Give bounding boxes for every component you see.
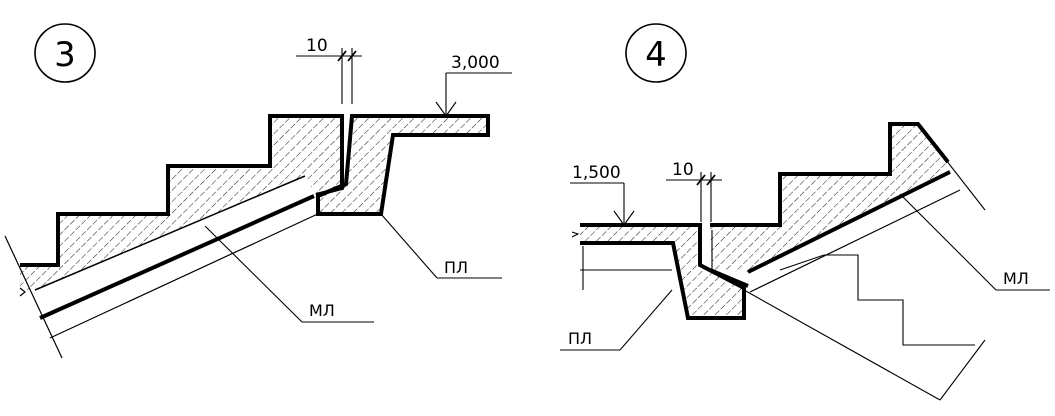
detail-4: 4 xyxy=(560,23,1050,401)
detail-3-landing-label: ПЛ xyxy=(444,258,468,277)
detail-4-gap-dimension-label: 10 xyxy=(672,160,694,180)
detail-3-number-marker: 3 xyxy=(34,23,96,83)
detail-4-landing-slab xyxy=(571,223,746,320)
detail-3-stair-label: МЛ xyxy=(309,301,335,320)
detail-3-elevation-mark: 3,000 xyxy=(435,53,512,117)
detail-4-number-marker: 4 xyxy=(625,23,687,83)
detail-3-gap-dimension: 10 xyxy=(296,36,362,104)
detail-3-landing-leader: ПЛ xyxy=(380,213,502,279)
detail-4-gap-dimension: 10 xyxy=(666,160,722,222)
detail-3-elevation-label: 3,000 xyxy=(451,53,500,73)
detail-4-landing-label: ПЛ xyxy=(568,329,592,348)
detail-4-elevation-mark: 1,500 xyxy=(570,163,635,226)
detail-3-stair-flight xyxy=(4,114,344,359)
detail-3-stair-leader: МЛ xyxy=(204,225,374,323)
detail-4-stair-label: МЛ xyxy=(1003,269,1029,288)
detail-4-stair-leader: МЛ xyxy=(899,193,1050,291)
detail-3: 3 10 xyxy=(4,23,512,359)
detail-4-stair-flight xyxy=(709,122,986,401)
detail-3-gap-dimension-label: 10 xyxy=(306,36,328,56)
detail-4-elevation-label: 1,500 xyxy=(572,163,621,183)
detail-3-number: 3 xyxy=(54,35,76,75)
detail-4-number: 4 xyxy=(645,35,667,75)
detail-4-landing-leader: ПЛ xyxy=(560,289,673,351)
